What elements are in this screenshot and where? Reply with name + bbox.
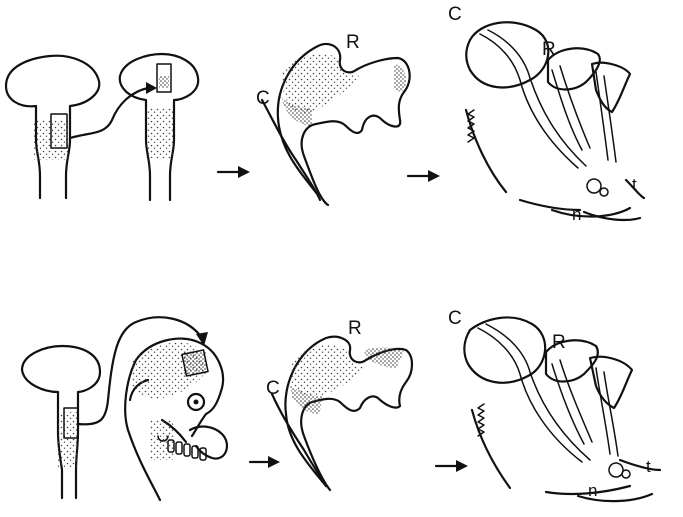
top-host-graft-tissue — [159, 76, 169, 88]
right-arrow-icon — [218, 166, 250, 178]
bottom-host-lower-stipple — [150, 420, 174, 460]
bottom-mature-label-r: R — [552, 332, 566, 353]
top-mid-stipple-b — [394, 64, 406, 92]
bottom-donor-stipple — [58, 412, 78, 468]
bottom-mid-label-c: C — [266, 378, 280, 399]
top-mid-label-r: R — [346, 32, 360, 53]
bottom-donor-embryo — [22, 346, 100, 498]
bottom-mid-brain: C R — [266, 318, 412, 490]
top-row: C R C R t — [6, 4, 644, 224]
bottom-mature-label-c: C — [448, 308, 462, 329]
top-mid-stipple-a — [282, 54, 360, 113]
top-host-stipple — [146, 108, 174, 158]
bottom-mature-label-t: t — [646, 457, 651, 476]
top-mature-label-t: t — [632, 175, 637, 194]
right-arrow-icon — [408, 170, 440, 182]
bottom-mid-stipple-b — [364, 347, 404, 368]
top-host-embryo — [120, 54, 198, 200]
right-arrow-icon — [250, 456, 280, 468]
bottom-mature-brain: C R t n — [448, 308, 660, 501]
bottom-row: C R C R t n — [22, 308, 660, 501]
bottom-mature-label-n: n — [588, 481, 597, 500]
top-transfer-arrow — [70, 82, 157, 138]
bottom-host-graft-tissue — [184, 352, 206, 374]
top-mid-label-c: C — [256, 88, 270, 109]
bottom-mid-label-r: R — [348, 318, 362, 339]
top-mature-label-n: n — [572, 205, 581, 224]
top-nucleus-circle — [587, 179, 601, 193]
top-donor-embryo — [6, 56, 99, 198]
bottom-mid-stipple-a — [290, 345, 364, 396]
bottom-nucleus-circle — [609, 463, 623, 477]
bottom-host-embryo — [125, 339, 227, 500]
top-mature-brain: C R t n — [448, 4, 644, 224]
top-mid-brain: C R — [256, 32, 410, 205]
top-mature-label-r: R — [542, 39, 556, 60]
top-mature-label-c: C — [448, 4, 462, 25]
right-arrow-icon — [436, 460, 468, 472]
